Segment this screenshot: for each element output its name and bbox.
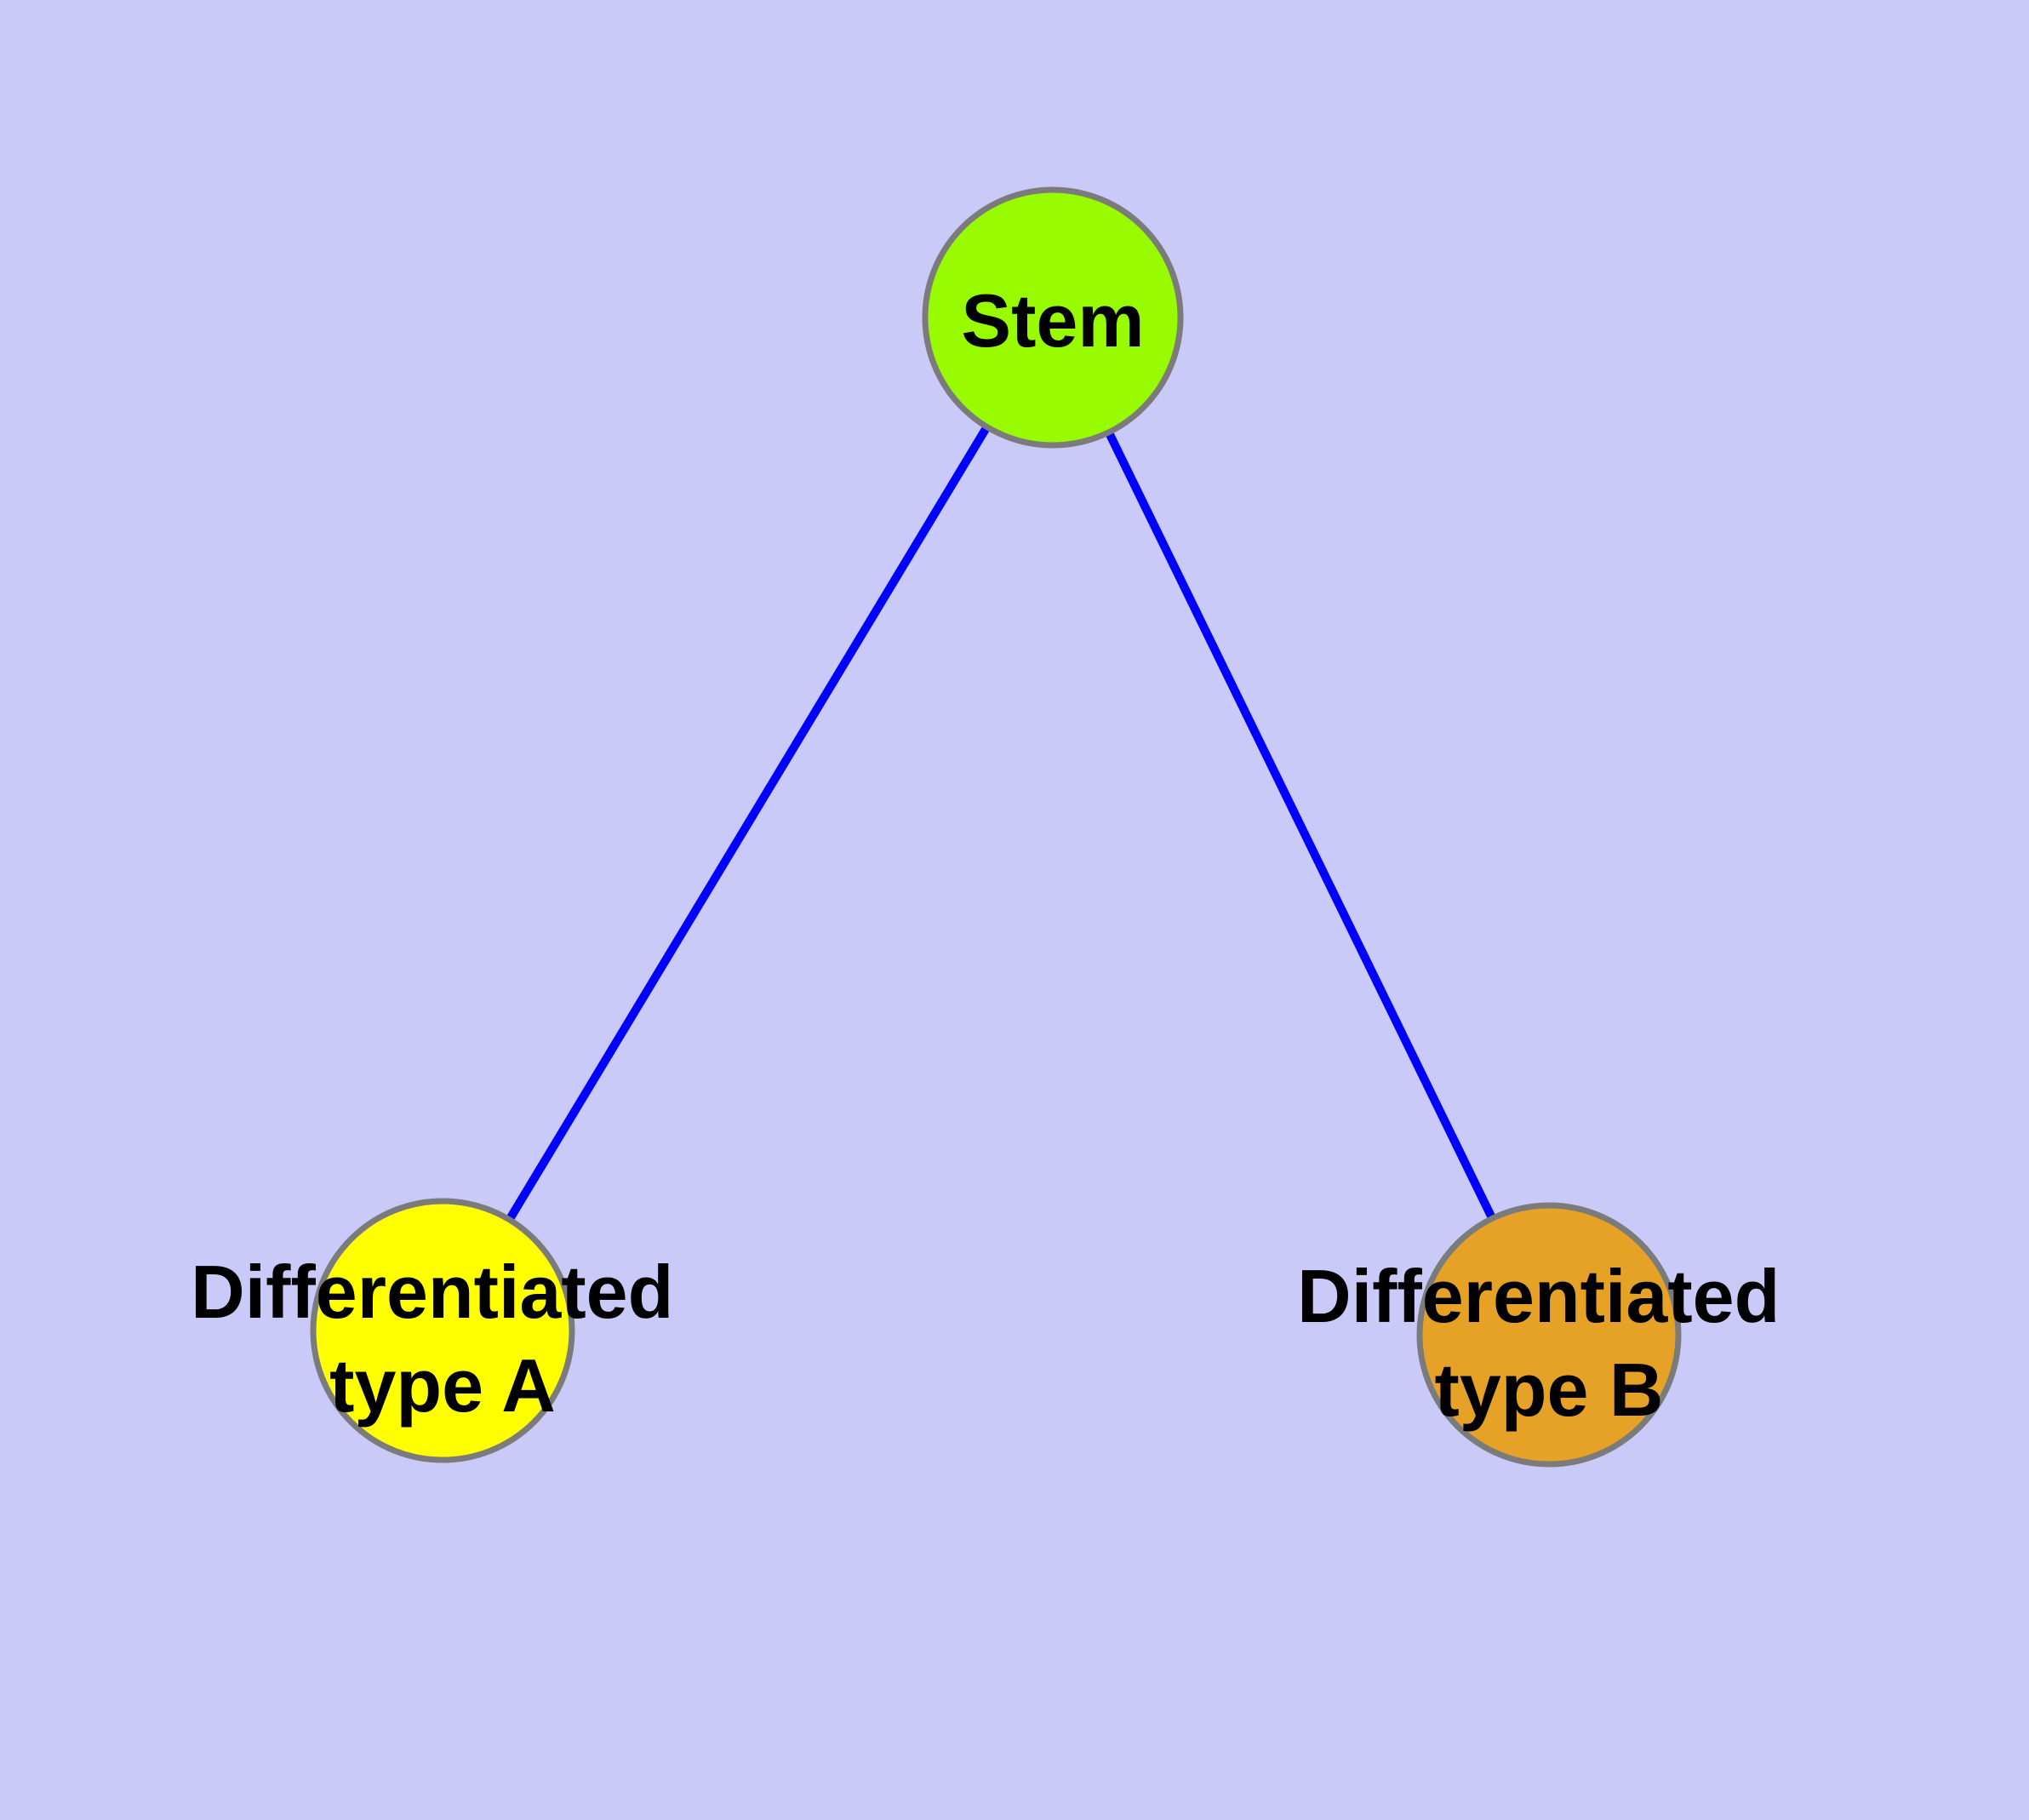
node-differentiated-type-b-label: Differentiated type B xyxy=(1297,1254,1801,1432)
node-differentiated-type-a-circle[interactable] xyxy=(310,1198,575,1463)
node-differentiated-type-b-circle[interactable] xyxy=(1416,1202,1682,1468)
node-differentiated-type-a-label-line2: type A xyxy=(329,1343,556,1428)
node-differentiated-type-a-label-line1: Differentiated xyxy=(191,1250,673,1334)
node-differentiated-type-b-label-line1: Differentiated xyxy=(1297,1254,1780,1338)
edge-stem-to-type-a xyxy=(438,315,1057,1333)
node-differentiated-type-b-label-line2: type B xyxy=(1435,1348,1664,1432)
node-stem-circle[interactable] xyxy=(922,186,1184,449)
edge-stem-to-type-b xyxy=(1049,315,1553,1337)
node-differentiated-type-b: Differentiated type B xyxy=(1297,1202,1801,1468)
edges xyxy=(438,315,1553,1337)
node-stem: Stem xyxy=(922,186,1184,449)
node-differentiated-type-a-label: Differentiated type A xyxy=(191,1250,694,1428)
node-stem-label: Stem xyxy=(961,278,1144,363)
node-differentiated-type-a: Differentiated type A xyxy=(191,1198,694,1463)
